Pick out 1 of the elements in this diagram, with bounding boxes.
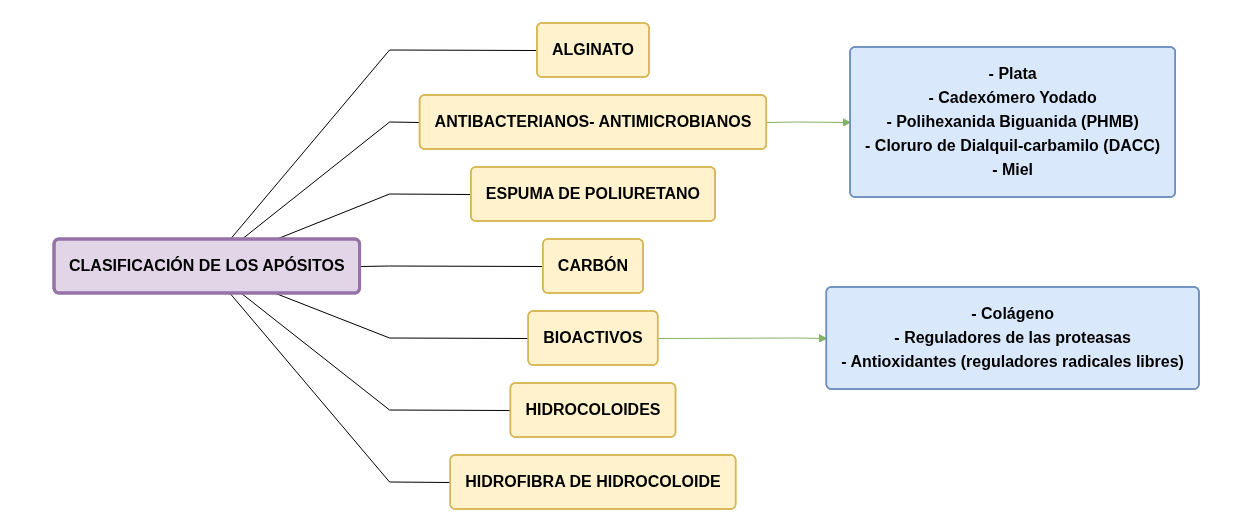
arrow [766, 118, 851, 127]
